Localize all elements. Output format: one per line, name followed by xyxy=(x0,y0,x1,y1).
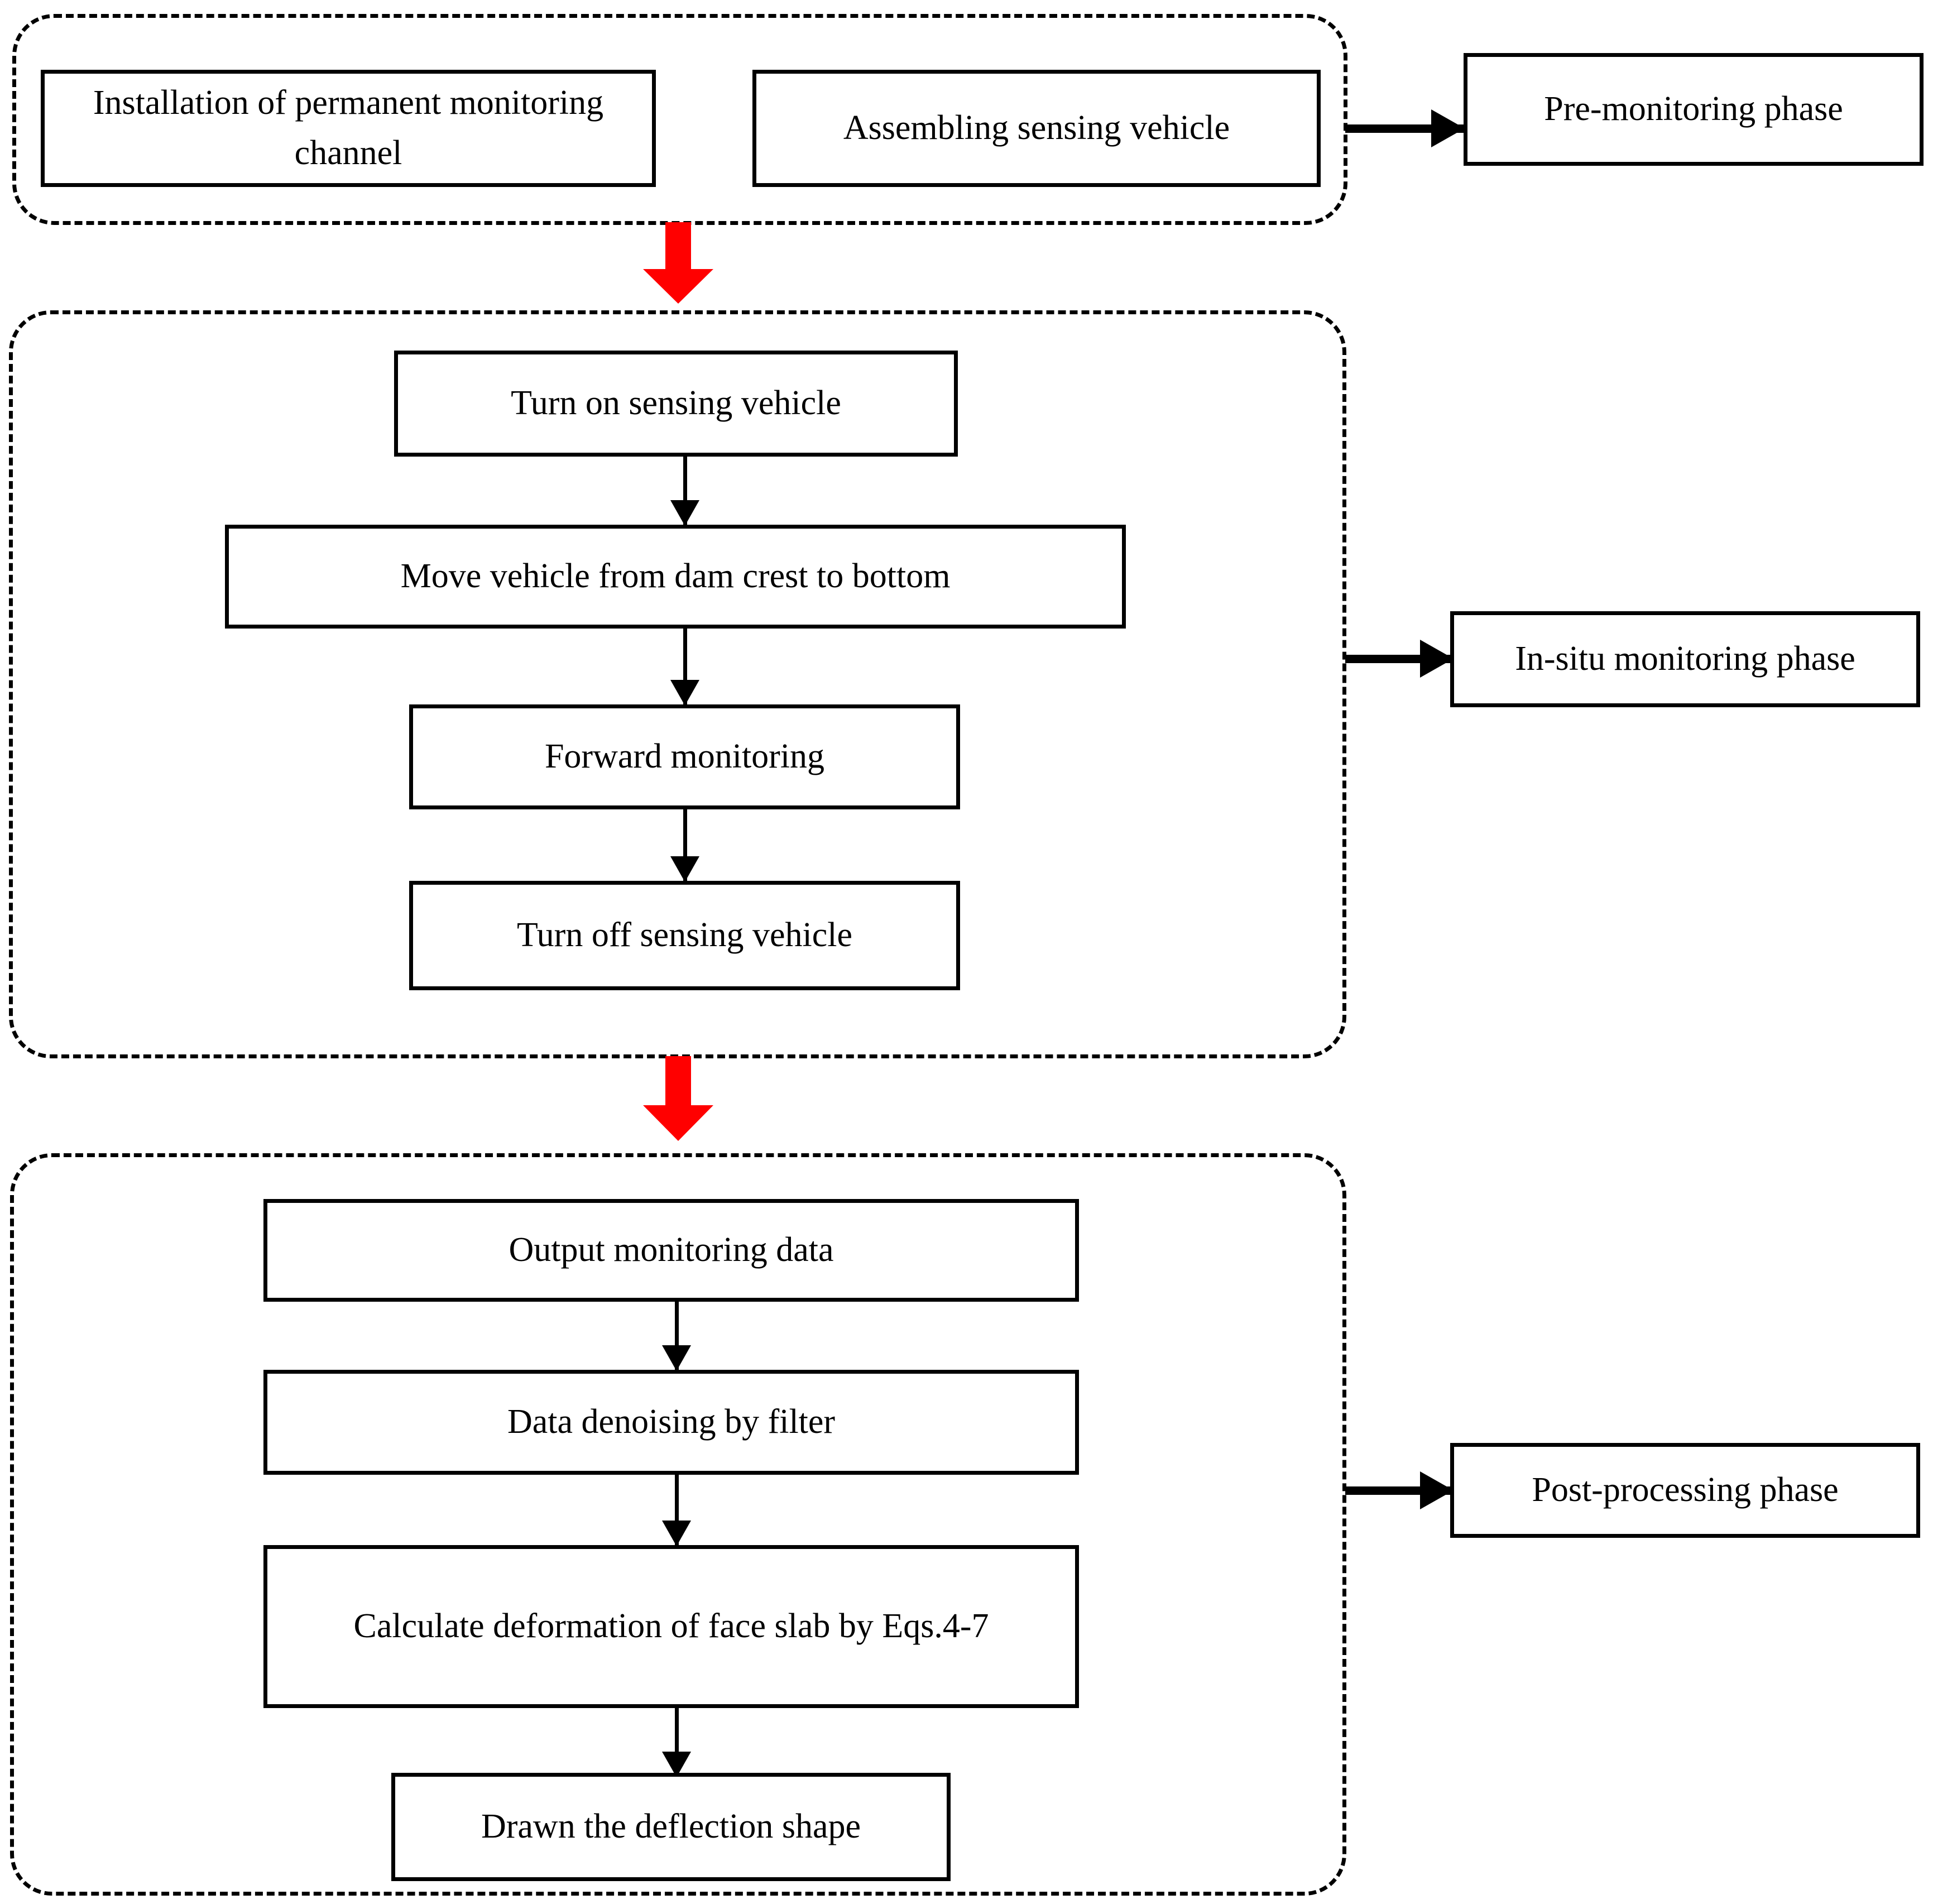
node-drawn-the-deflection-shape[interactable]: Drawn the deflection shape xyxy=(391,1773,951,1881)
arrow-head-icon xyxy=(1431,109,1465,147)
node-pre-monitoring-phase-label[interactable]: Pre-monitoring phase xyxy=(1464,53,1924,166)
node-turn-off-sensing-vehicle[interactable]: Turn off sensing vehicle xyxy=(409,881,960,990)
red-transition-arrow-pre-to-insitu xyxy=(643,222,713,304)
connector-shaft xyxy=(683,457,687,525)
node-calculate-deformation-of-face-slab[interactable]: Calculate deformation of face slab by Eq… xyxy=(263,1545,1079,1708)
phase-group-post-processing xyxy=(10,1153,1346,1896)
connector-shaft xyxy=(674,1708,679,1776)
node-data-denoising-by-filter[interactable]: Data denoising by filter xyxy=(263,1370,1079,1475)
arrow-head-icon xyxy=(662,1521,691,1546)
connector-pre-monitoring-to-label xyxy=(1345,95,1465,162)
arrow-head-icon xyxy=(662,1345,691,1371)
red-arrow-shaft xyxy=(665,222,691,271)
node-assembling-sensing-vehicle[interactable]: Assembling sensing vehicle xyxy=(752,70,1321,187)
connector-shaft xyxy=(674,1475,679,1545)
node-move-vehicle-from-dam-crest-to-bottom[interactable]: Move vehicle from dam crest to bottom xyxy=(225,525,1126,629)
connector-move-vehicle-to-forward-monitoring xyxy=(670,629,699,706)
arrow-head-icon xyxy=(1420,1471,1454,1509)
connector-turn-on-to-move-vehicle xyxy=(670,457,699,526)
connector-forward-monitoring-to-turn-off xyxy=(670,809,699,882)
red-arrow-head-icon xyxy=(643,269,713,304)
arrow-head-icon xyxy=(670,500,699,526)
connector-output-data-to-denoise xyxy=(662,1302,691,1371)
connector-shaft xyxy=(683,809,687,881)
red-arrow-shaft xyxy=(665,1056,691,1107)
node-in-situ-monitoring-phase-label[interactable]: In-situ monitoring phase xyxy=(1450,611,1920,707)
red-transition-arrow-insitu-to-post xyxy=(643,1056,713,1141)
connector-calculate-to-draw-shape xyxy=(662,1708,691,1777)
arrow-head-icon xyxy=(670,856,699,882)
node-output-monitoring-data[interactable]: Output monitoring data xyxy=(263,1199,1079,1302)
red-arrow-head-icon xyxy=(643,1105,713,1141)
connector-shaft xyxy=(683,629,687,704)
arrow-head-icon xyxy=(670,680,699,706)
node-forward-monitoring[interactable]: Forward monitoring xyxy=(409,704,960,809)
connector-shaft xyxy=(674,1302,679,1370)
connector-post-to-label xyxy=(1345,1457,1454,1524)
connector-insitu-to-label xyxy=(1345,625,1454,692)
node-post-processing-phase-label[interactable]: Post-processing phase xyxy=(1450,1443,1920,1538)
arrow-head-icon xyxy=(1420,640,1454,678)
node-turn-on-sensing-vehicle[interactable]: Turn on sensing vehicle xyxy=(394,351,958,457)
node-install-permanent-monitoring-channel[interactable]: Installation of permanent monitoring cha… xyxy=(41,70,656,187)
connector-denoise-to-calculate xyxy=(662,1475,691,1546)
